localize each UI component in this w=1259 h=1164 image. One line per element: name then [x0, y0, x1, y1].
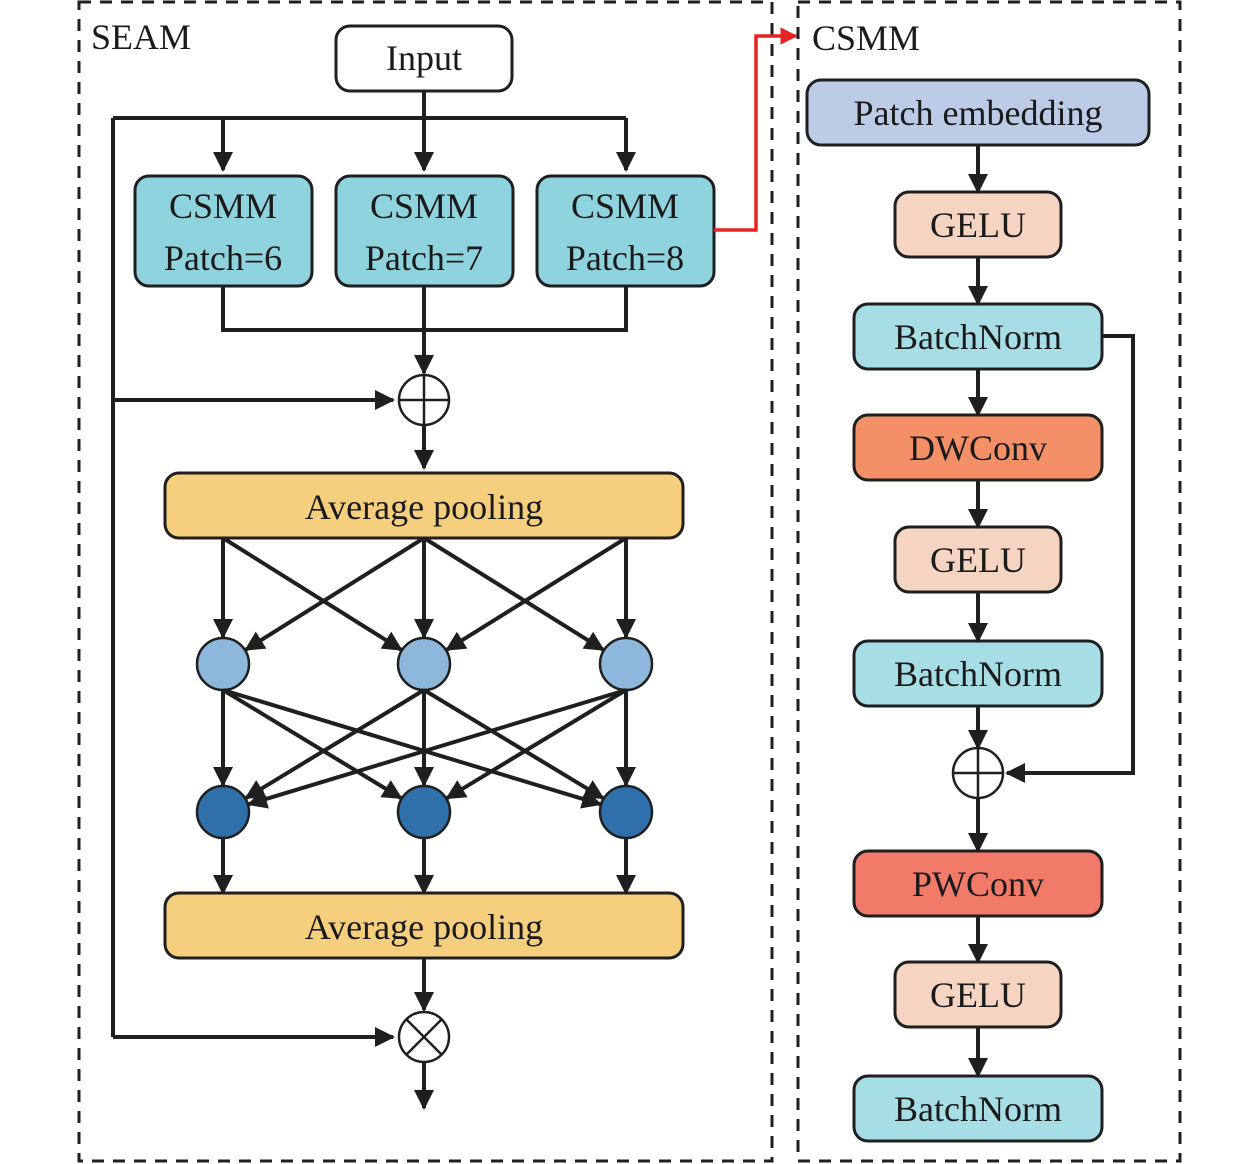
- csmm-block-pwconv[interactable]: PWConv: [852, 849, 1104, 918]
- csmm-block-label: BatchNorm: [894, 654, 1062, 694]
- branch-3-title: CSMM: [571, 186, 679, 226]
- csmm-block-gelu[interactable]: GELU: [893, 960, 1063, 1029]
- csmm-residual-arrow: [1005, 334, 1135, 783]
- branch-3-patch: Patch=8: [566, 238, 684, 278]
- csmm-block-gelu[interactable]: GELU: [893, 190, 1063, 259]
- fc2-edge-2-0: [246, 688, 627, 809]
- fc2-edge-2-1: [445, 688, 628, 800]
- csmm-block-label: DWConv: [909, 428, 1047, 468]
- branch-1-patch: Patch=6: [164, 238, 282, 278]
- csmm-block-batchnorm[interactable]: BatchNorm: [852, 302, 1104, 371]
- csmm-block-label: GELU: [930, 975, 1026, 1015]
- branch-2-patch: Patch=7: [365, 238, 483, 278]
- fc-layer-2-edges: [213, 688, 636, 809]
- csmm-block-label: BatchNorm: [894, 1089, 1062, 1129]
- csmm-block-batchnorm[interactable]: BatchNorm: [852, 1074, 1104, 1143]
- hidden-node: [195, 636, 251, 692]
- output-node: [598, 784, 654, 840]
- fc2-edge-1-2: [422, 688, 605, 800]
- nodes-to-pool-edges: [213, 838, 636, 895]
- csmm-branch-patch-6[interactable]: CSMM Patch=6: [133, 174, 314, 288]
- csmm-block-gelu[interactable]: GELU: [893, 525, 1063, 594]
- pool-top-label: Average pooling: [305, 487, 543, 527]
- csmm-block-dwconv[interactable]: DWConv: [852, 413, 1104, 482]
- input-block[interactable]: Input: [334, 24, 514, 93]
- csmm-add-icon: [951, 746, 1005, 800]
- csmm-title: CSMM: [812, 18, 920, 58]
- input-label: Input: [386, 38, 462, 78]
- detail-link-arrow: [714, 27, 798, 232]
- branch-2-title: CSMM: [370, 186, 478, 226]
- fc2-edge-0-2: [222, 688, 603, 809]
- output-node: [195, 784, 251, 840]
- fc-layer-1-edges: [213, 536, 636, 652]
- fc1-edge-1-2: [422, 536, 605, 652]
- csmm-block-stack: Patch embeddingGELUBatchNormDWConvGELUBa…: [805, 78, 1151, 1143]
- branch-1-title: CSMM: [169, 186, 277, 226]
- seam-frame: [77, 0, 774, 1163]
- csmm-block-label: GELU: [930, 540, 1026, 580]
- fc1-edge-1-0: [244, 536, 426, 652]
- csmm-block-label: GELU: [930, 205, 1026, 245]
- fc1-edge-0-1: [221, 536, 403, 652]
- multiply-icon: [397, 1010, 451, 1064]
- csmm-block-label: BatchNorm: [894, 317, 1062, 357]
- fc2-edge-0-1: [221, 688, 403, 800]
- add-icon: [397, 373, 451, 427]
- hidden-node: [396, 636, 452, 692]
- average-pooling-top[interactable]: Average pooling: [163, 471, 685, 540]
- output-node: [396, 784, 452, 840]
- output-layer-nodes: [195, 784, 654, 840]
- csmm-block-label: Patch embedding: [854, 93, 1103, 133]
- hidden-layer-nodes: [195, 636, 654, 692]
- seam-title: SEAM: [91, 17, 191, 57]
- csmm-branch-patch-7[interactable]: CSMM Patch=7: [334, 174, 515, 288]
- csmm-block-batchnorm[interactable]: BatchNorm: [852, 639, 1104, 708]
- hidden-node: [598, 636, 654, 692]
- fc1-edge-2-1: [445, 536, 628, 652]
- pool-bottom-label: Average pooling: [305, 907, 543, 947]
- fc2-edge-1-0: [244, 688, 426, 800]
- average-pooling-bottom[interactable]: Average pooling: [163, 891, 685, 960]
- csmm-frame: [796, 0, 1182, 1163]
- csmm-branch-patch-8[interactable]: CSMM Patch=8: [535, 174, 716, 288]
- csmm-block-label: PWConv: [912, 864, 1044, 904]
- csmm-block-patch-embedding[interactable]: Patch embedding: [805, 78, 1151, 147]
